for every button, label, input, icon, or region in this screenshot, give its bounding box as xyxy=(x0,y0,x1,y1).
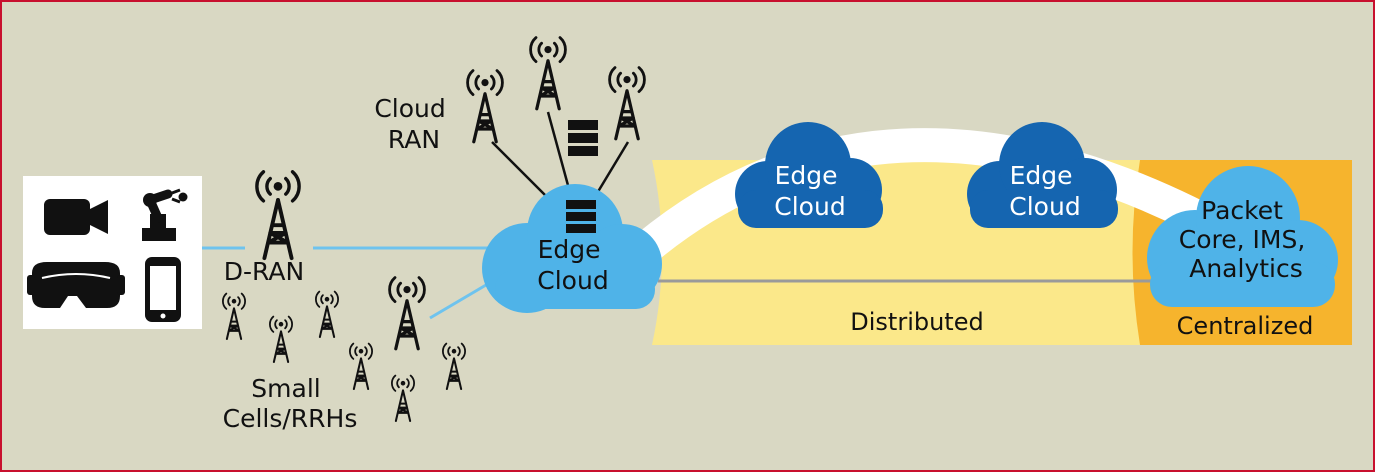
central-edge-cloud-label: Edge Cloud xyxy=(537,235,608,295)
d-ran-label: D-RAN xyxy=(224,257,304,286)
core-cloud-label: Packet Core, IMS, Analytics xyxy=(1179,196,1313,283)
vr-headset-icon xyxy=(27,262,125,308)
server-icon xyxy=(566,200,596,233)
edge-cloud-1 xyxy=(735,122,883,228)
link-small-cells xyxy=(429,283,487,320)
smartphone-icon xyxy=(145,257,181,322)
edge-cloud-1-label: Edge Cloud xyxy=(774,161,845,221)
robot-arm-icon xyxy=(142,188,188,241)
centralized-label: Centralized xyxy=(1177,312,1314,340)
edge-cloud-2-label: Edge Cloud xyxy=(1009,161,1080,221)
edge-cloud-2 xyxy=(967,122,1118,228)
link-cran-1 xyxy=(491,141,556,206)
distributed-label: Distributed xyxy=(850,308,983,336)
core-cloud xyxy=(1147,166,1338,307)
server-icon xyxy=(568,120,598,156)
video-camera-icon xyxy=(44,199,108,235)
device-panel xyxy=(23,176,202,329)
transport-arc xyxy=(618,128,1249,275)
cloud-ran-label: Cloud RAN xyxy=(374,94,453,154)
link-cran-3 xyxy=(591,141,630,201)
small-cells-label: Small Cells/RRHs xyxy=(223,374,358,433)
